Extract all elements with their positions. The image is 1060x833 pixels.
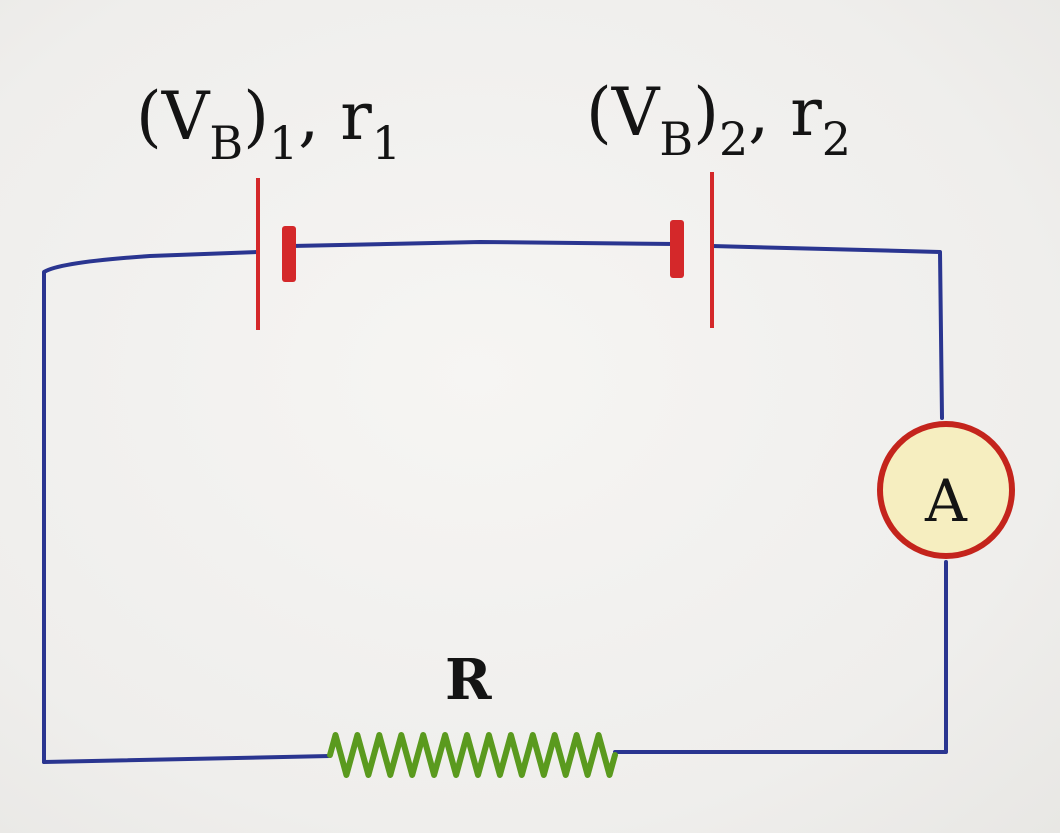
wire-bottom-right xyxy=(613,560,948,754)
wire-top-middle xyxy=(290,240,678,248)
ammeter-circle xyxy=(877,421,1015,559)
resistor-zigzag xyxy=(327,732,618,778)
battery-group xyxy=(256,172,714,330)
battery-2-label: (VB)2, r2 xyxy=(586,74,852,166)
ammeter-label: A xyxy=(925,467,967,535)
wire-top-left xyxy=(42,250,260,764)
wire-bottom-left xyxy=(42,754,332,764)
wire-right-upper xyxy=(710,244,944,420)
battery-1-label: (VB)1, r1 xyxy=(136,78,402,170)
battery-1-short-plate xyxy=(282,226,296,282)
battery-2-short-plate xyxy=(670,220,684,278)
resistor-label: R xyxy=(445,647,492,713)
circuit-wires xyxy=(42,240,948,764)
